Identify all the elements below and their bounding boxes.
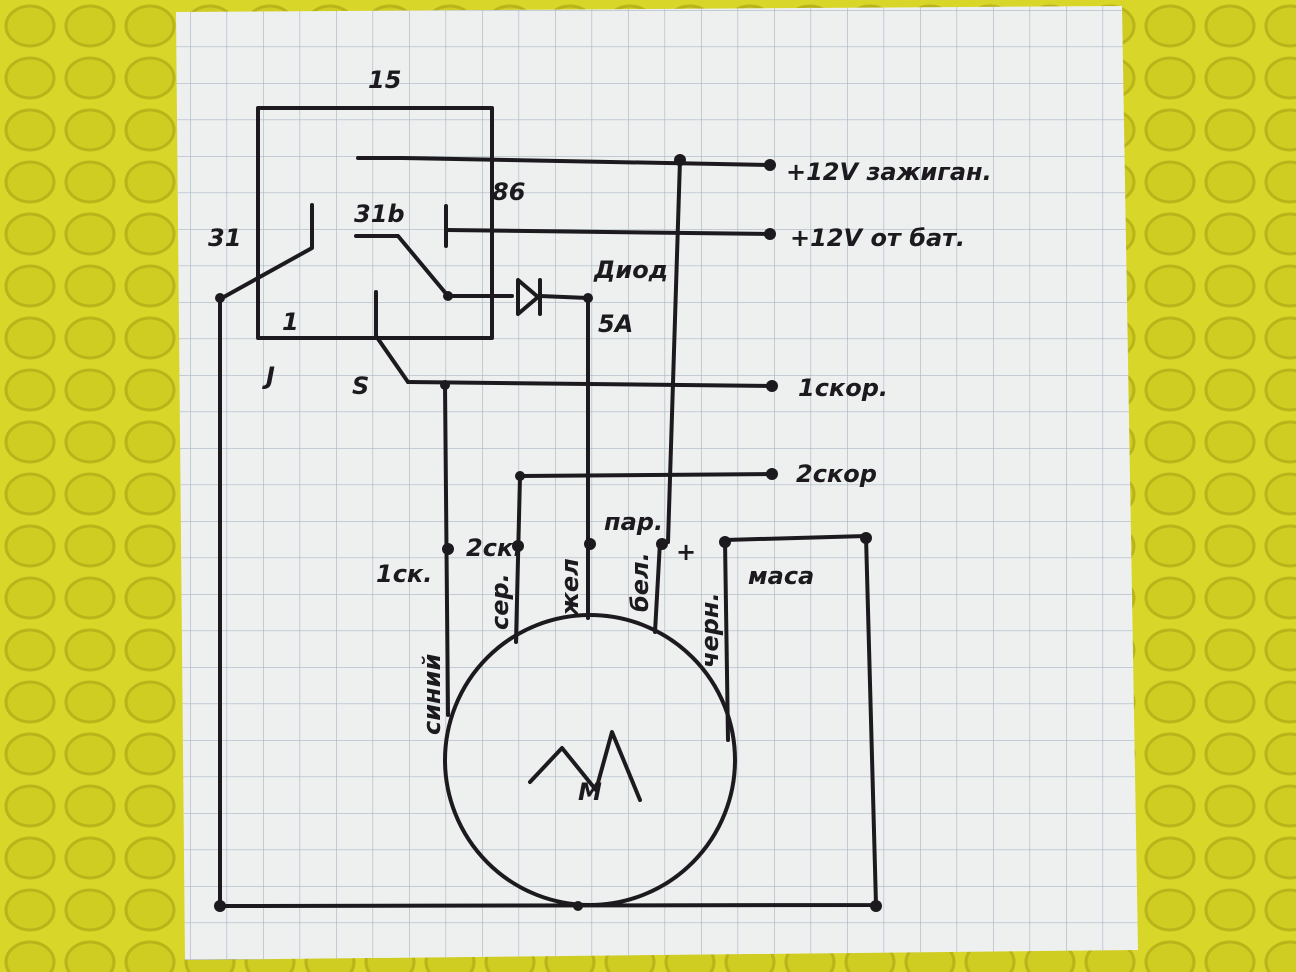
relay-pin-15: 15 xyxy=(368,66,401,94)
relay: 15 86 31 31b 1 J S xyxy=(208,66,525,400)
motor-pin-sp2: 2ск. xyxy=(466,534,522,562)
wire-yellow: жел xyxy=(556,558,584,617)
terminal-speed2: 2скор xyxy=(796,460,877,488)
relay-pin-s: S xyxy=(352,372,369,400)
motor-pin-park: пар. xyxy=(604,508,663,536)
diode-label: Диод xyxy=(593,256,668,284)
wire-white: бел. xyxy=(626,552,654,612)
terminal-battery: +12V от бат. xyxy=(790,224,965,252)
relay-pin-31: 31 xyxy=(208,224,241,252)
motor-symbol: M xyxy=(578,778,602,806)
grid-paper xyxy=(176,6,1138,960)
relay-pin-31b: 31b xyxy=(354,200,405,228)
terminal-speed1: 1скор. xyxy=(798,374,888,402)
terminal-ignition: +12V зажиган. xyxy=(786,158,992,186)
wire-black: черн. xyxy=(696,592,724,668)
diode-rating: 5A xyxy=(598,310,633,338)
relay-pin-j: J xyxy=(262,362,275,390)
junction-dots xyxy=(214,154,882,912)
motor: M 1ск. 2ск. пар. + маса синий сер. жел б… xyxy=(376,508,814,907)
wire-blue: синий xyxy=(418,654,446,735)
motor-pin-ground: маса xyxy=(748,562,814,590)
relay-pin-1: 1 xyxy=(282,308,299,336)
wire-gray: сер. xyxy=(486,573,514,630)
motor-pin-plus: + xyxy=(676,538,696,566)
diode: Диод 5A xyxy=(516,256,668,338)
relay-pin-86: 86 xyxy=(492,178,525,206)
motor-pin-sp1: 1ск. xyxy=(376,560,432,588)
